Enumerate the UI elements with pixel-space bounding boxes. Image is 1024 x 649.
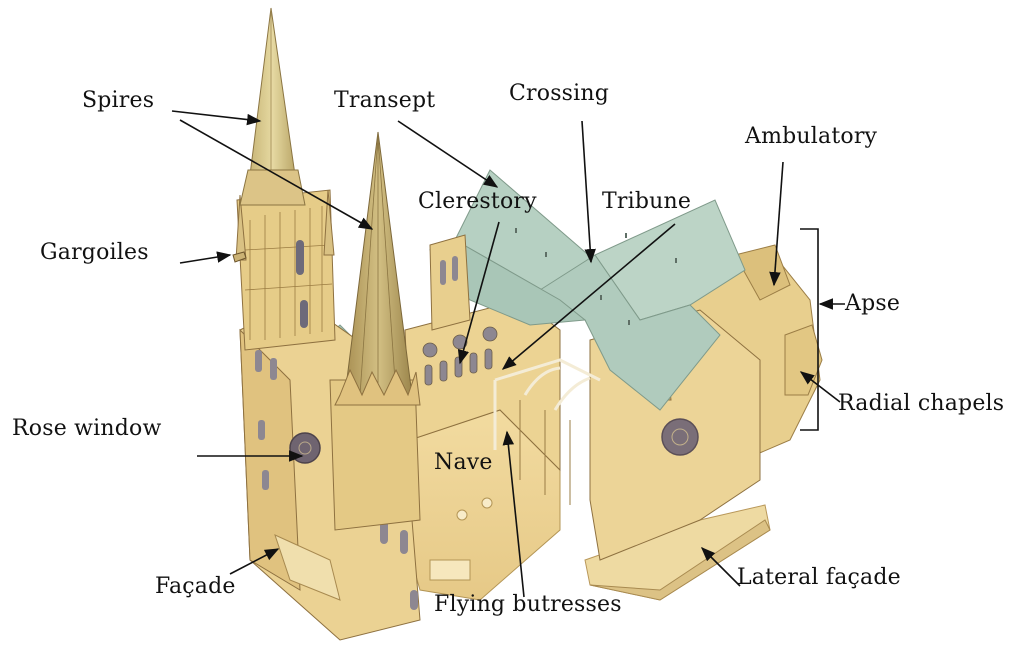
label-tribune: Tribune [602,189,692,214]
label-apse: Apse [845,291,901,316]
tower-window [452,256,458,281]
arrow-radial-chapels [799,371,841,403]
tower-lancet [296,240,304,275]
rose-window-art [289,432,321,464]
arrow-gargoiles [179,251,232,264]
label-flying-buttresses: Flying butresses [434,592,622,617]
arrow-transept [397,120,499,188]
tower-window [440,260,446,285]
arrow-lateral-facade [700,546,741,587]
lateral-rose-tracery [671,428,689,446]
flying-buttresses-art [493,358,601,450]
pillar-base [456,509,468,521]
arrow-spires-south [179,119,374,230]
transept-tower [429,234,471,331]
apse-bracket [800,228,819,431]
tower-lancet [300,300,308,328]
arrow-ambulatory [769,161,784,287]
label-radial-chapels: Radial chapels [838,391,1005,416]
rose-window-tracery [298,441,312,455]
label-crossing: Crossing [509,81,610,106]
label-gargoiles: Gargoiles [40,240,149,265]
pillar-base [481,497,493,509]
label-nave: Nave [434,450,493,475]
south-spire-ribs [359,134,397,396]
gargoyle-art [232,251,247,263]
arrow-clerestory [457,221,500,365]
roof-vents [515,228,677,325]
north-spire [249,7,296,176]
label-lateral-facade: Lateral façade [737,565,901,590]
tower-tracery [244,206,333,340]
label-transept: Transept [334,88,436,113]
label-clerestory: Clerestory [418,189,537,214]
pinnacle [323,189,335,256]
north-spire-base [239,169,306,206]
label-facade: Façade [155,574,236,599]
buttress-outline [519,400,571,505]
label-spires: Spires [82,88,155,113]
lateral-rose-window [661,418,699,456]
arrow-spires-north [171,110,262,126]
north-tower [236,189,336,351]
label-rose-window: Rose window [12,416,162,441]
south-spire [344,131,413,396]
arrow-tribune [501,223,676,370]
label-ambulatory: Ambulatory [745,124,878,149]
arrow-flying-buttresses [502,430,525,598]
arrow-facade [229,548,280,575]
annotation-arrows [171,110,845,598]
facade-porch [274,534,341,601]
crossing-roof [539,254,721,411]
arrow-crossing [581,120,596,264]
south-spire-gables [334,368,421,406]
floor-step [429,559,471,581]
building [232,7,823,641]
lateral-facade-base [589,519,771,601]
